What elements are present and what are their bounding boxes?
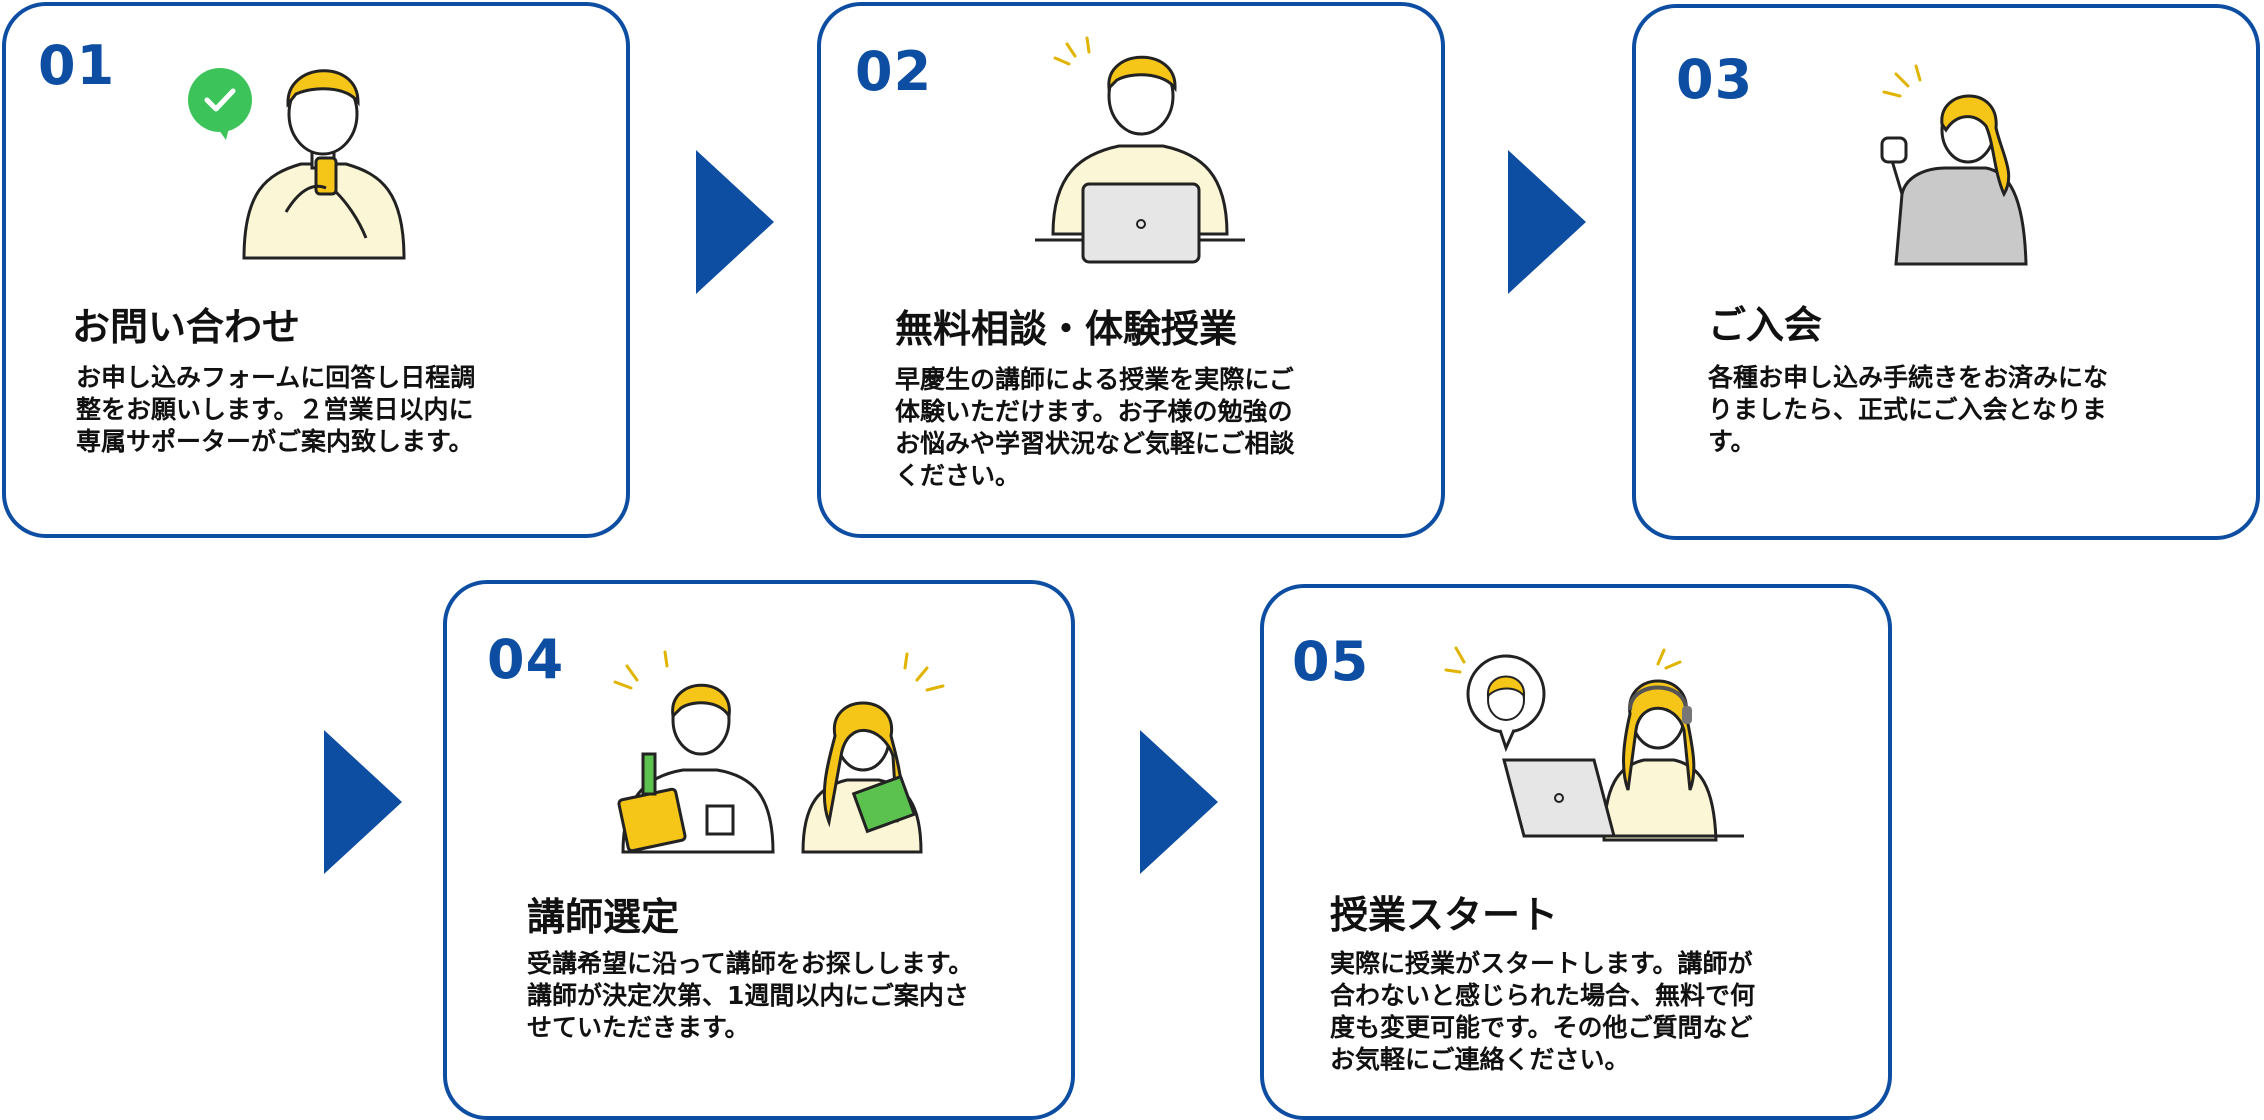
step-title: お問い合わせ <box>72 305 301 349</box>
step-card-01: 01 お問い合わせ お申し込みフォームに回答し日程調 整をお願いします。２営業日… <box>2 2 630 538</box>
step-description: お申し込みフォームに回答し日程調 整をお願いします。２営業日以内に 専属サポータ… <box>76 363 476 456</box>
man-with-laptop-icon <box>1035 36 1245 264</box>
step-card-05: 05 授業スタート 実際に授業がスタートします。講師が 合わないと感じられた場合… <box>1260 584 1892 1120</box>
step-description: 受講希望に沿って講師をお探しします。 講師が決定次第、1週間以内にご案内さ せて… <box>527 949 974 1042</box>
arrow-right-icon <box>1140 730 1218 874</box>
step-number: 05 <box>1292 630 1370 693</box>
step-description: 早慶生の講師による授業を実際にご 体験いただけます。お子様の勉強の お悩みや学習… <box>895 365 1295 490</box>
arrow-right-icon <box>324 730 402 874</box>
woman-fist-pump-icon <box>1880 64 2028 266</box>
step-title: 授業スタート <box>1330 893 1559 937</box>
step-title: ご入会 <box>1708 303 1823 347</box>
step-description: 各種お申し込み手続きをお済みにな りましたら、正式にご入会となりま す。 <box>1708 363 2109 456</box>
step-title: 講師選定 <box>527 895 680 939</box>
step-title: 無料相談・体験授業 <box>895 307 1238 351</box>
step-card-03: 03 ご入会 各種お申し込み手続きをお済みにな りましたら、正式にご入会となりま… <box>1632 4 2260 540</box>
step-number: 01 <box>38 34 116 97</box>
man-with-phone-icon <box>188 68 406 260</box>
step-card-02: 02 無料相談・体験授業 早慶生の講師による授業を実際にご 体験いただけます。お… <box>817 2 1445 538</box>
step-number: 03 <box>1676 48 1754 111</box>
step-number: 02 <box>855 40 933 103</box>
online-lesson-icon <box>1444 646 1744 842</box>
arrow-right-icon <box>1508 150 1586 294</box>
step-card-04: 04 講師選定 受講希望に沿って講師をお探しします。 講師が決定次第、1週間以内… <box>443 580 1075 1120</box>
step-description: 実際に授業がスタートします。講師が 合わないと感じられた場合、無料で何 度も変更… <box>1330 949 1756 1074</box>
step-number: 04 <box>487 628 565 691</box>
arrow-right-icon <box>696 150 774 294</box>
teachers-with-books-icon <box>613 650 945 854</box>
